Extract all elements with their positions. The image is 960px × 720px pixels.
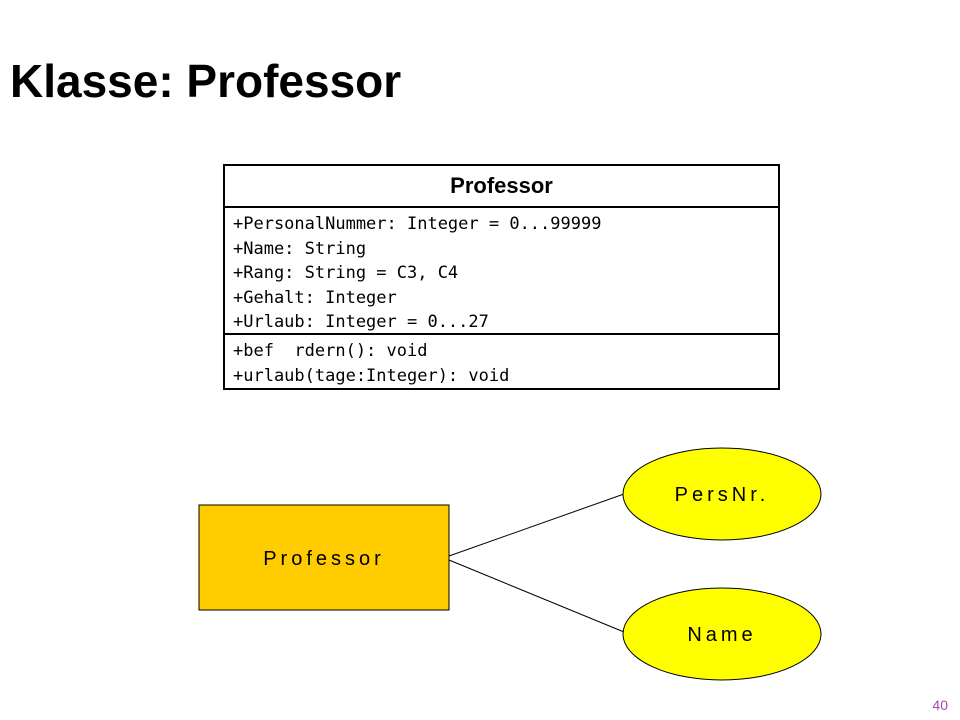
uml-attribute: +PersonalNummer: Integer = 0...99999 — [233, 214, 602, 234]
er-attribute-ellipse-name — [622, 587, 822, 681]
uml-operation: +bef rdern(): void — [233, 341, 428, 361]
uml-attribute: +Rang: String = C3, C4 — [233, 263, 459, 283]
uml-attributes-section: +PersonalNummer: Integer = 0...99999 +Na… — [225, 208, 778, 335]
uml-attribute: +Gehalt: Integer — [233, 287, 397, 308]
er-attribute-label-persnr: PersNr. — [675, 484, 770, 506]
uml-operation: +urlaub(tage:Integer): void — [233, 365, 510, 386]
uml-attribute: +Urlaub: Integer = 0...27 — [233, 312, 489, 332]
er-attribute-label-name: Name — [687, 624, 756, 646]
er-entity-label: Professor — [263, 548, 385, 570]
uml-class-box: Professor +PersonalNummer: Integer = 0..… — [223, 164, 780, 390]
uml-operations-section: +bef rdern(): void +urlaub(tage:Integer)… — [225, 335, 778, 388]
er-entity-box — [198, 504, 450, 611]
uml-attribute: +Name: String — [233, 238, 367, 259]
er-connector-name — [448, 559, 625, 633]
slide-title: Klasse: Professor — [10, 55, 402, 107]
page-number: 40 — [932, 697, 948, 713]
er-connector-persnr — [448, 493, 625, 557]
er-attribute-ellipse-persnr — [622, 447, 822, 541]
uml-class-name: Professor — [225, 166, 778, 208]
